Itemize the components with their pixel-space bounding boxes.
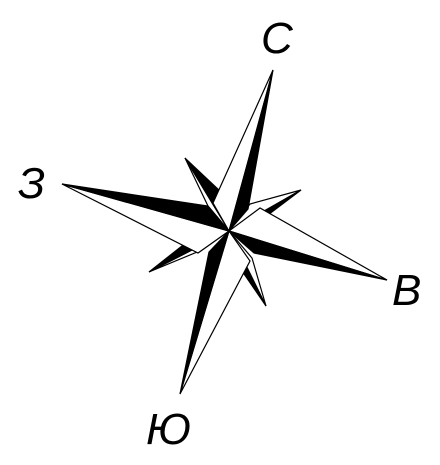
label-north: С [261, 14, 294, 63]
label-west: З [18, 159, 45, 208]
compass-star [62, 70, 387, 394]
point-south [180, 231, 250, 394]
label-south: Ю [146, 405, 191, 454]
label-east: В [392, 266, 421, 315]
